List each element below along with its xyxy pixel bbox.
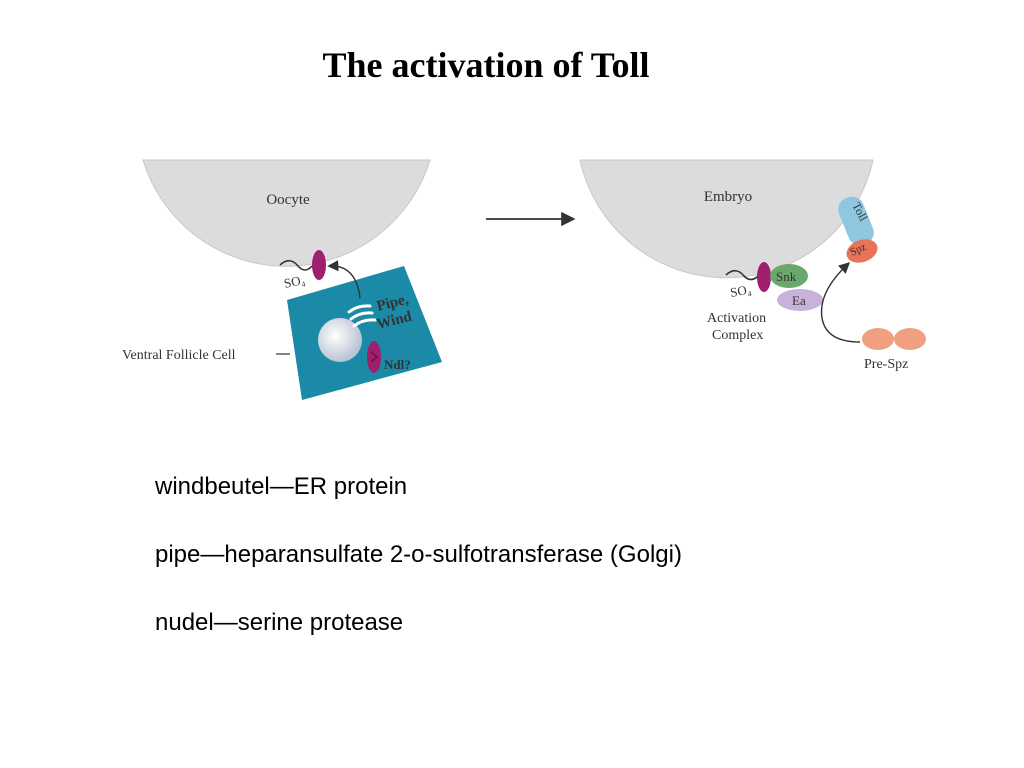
processing-arrow xyxy=(820,262,861,343)
snk-protease xyxy=(770,264,808,288)
sulfate-label-left: SO₄ xyxy=(283,272,307,291)
gene-list: windbeutel—ER protein pipe—heparansulfat… xyxy=(155,470,955,674)
tether-left xyxy=(279,259,313,271)
snk-label: Snk xyxy=(776,269,797,284)
ea-protease xyxy=(777,289,823,311)
follicle-nucleus xyxy=(318,318,362,362)
embryo-cell xyxy=(579,159,874,279)
spz-ligand xyxy=(846,239,878,263)
embryo-label: Embryo xyxy=(704,189,752,205)
modification-arrow xyxy=(327,260,361,299)
golgi-stripes-icon xyxy=(347,304,377,328)
ventral-follicle-cell xyxy=(287,266,442,400)
oocyte-cell xyxy=(142,159,431,267)
nudel-label: Ndl? xyxy=(384,357,411,372)
sulfated-protein-right xyxy=(757,262,771,292)
sulfated-protein-left xyxy=(312,250,326,280)
pre-spz-label: Pre-Spz xyxy=(864,357,908,372)
pre-spz-right xyxy=(894,328,926,350)
slide-title: The activation of Toll xyxy=(322,45,650,85)
list-item-pipe: pipe—heparansulfate 2-o-sulfotransferase… xyxy=(155,541,682,568)
list-item-windbeutel: windbeutel—ER protein xyxy=(155,473,408,500)
pipe-wind-label-1: Pipe, xyxy=(375,292,410,315)
toll-receptor xyxy=(838,196,874,246)
activation-complex-label-2: Complex xyxy=(712,328,763,343)
sulfate-label-right: SO₄ xyxy=(729,281,753,300)
oocyte-label: Oocyte xyxy=(266,192,310,208)
list-item-nudel: nudel—serine protease xyxy=(155,609,404,636)
follicle-cell-label: Ventral Follicle Cell xyxy=(122,348,236,363)
nudel-mark xyxy=(370,351,379,363)
ea-label: Ea xyxy=(792,293,806,308)
pre-spz-left xyxy=(862,328,894,350)
activation-complex-label-1: Activation xyxy=(707,311,766,326)
tether-right xyxy=(725,269,759,281)
nudel-protein xyxy=(367,341,381,373)
